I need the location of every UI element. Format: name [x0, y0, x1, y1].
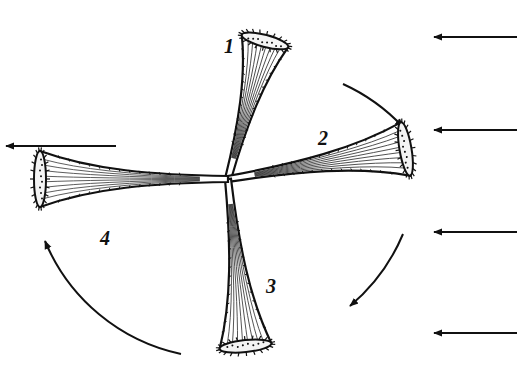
- callout-number: 4: [100, 228, 110, 248]
- stentor-body: [30, 147, 228, 210]
- current-arrow: [434, 332, 517, 334]
- rotation-arrow: [45, 241, 181, 354]
- callout-number: 1: [224, 36, 234, 56]
- callout-number: 3: [266, 276, 276, 296]
- rotation-arrow: [343, 84, 403, 127]
- stentor-body: [223, 117, 421, 209]
- stentor-body: [201, 24, 294, 186]
- callout-number: 2: [318, 128, 328, 148]
- current-arrow: [434, 36, 517, 38]
- swim-direction-arrow: [6, 145, 116, 147]
- rotation-arrow: [350, 234, 403, 306]
- stentor-body: [198, 176, 276, 359]
- current-arrow: [434, 129, 517, 131]
- current-arrow: [434, 231, 517, 233]
